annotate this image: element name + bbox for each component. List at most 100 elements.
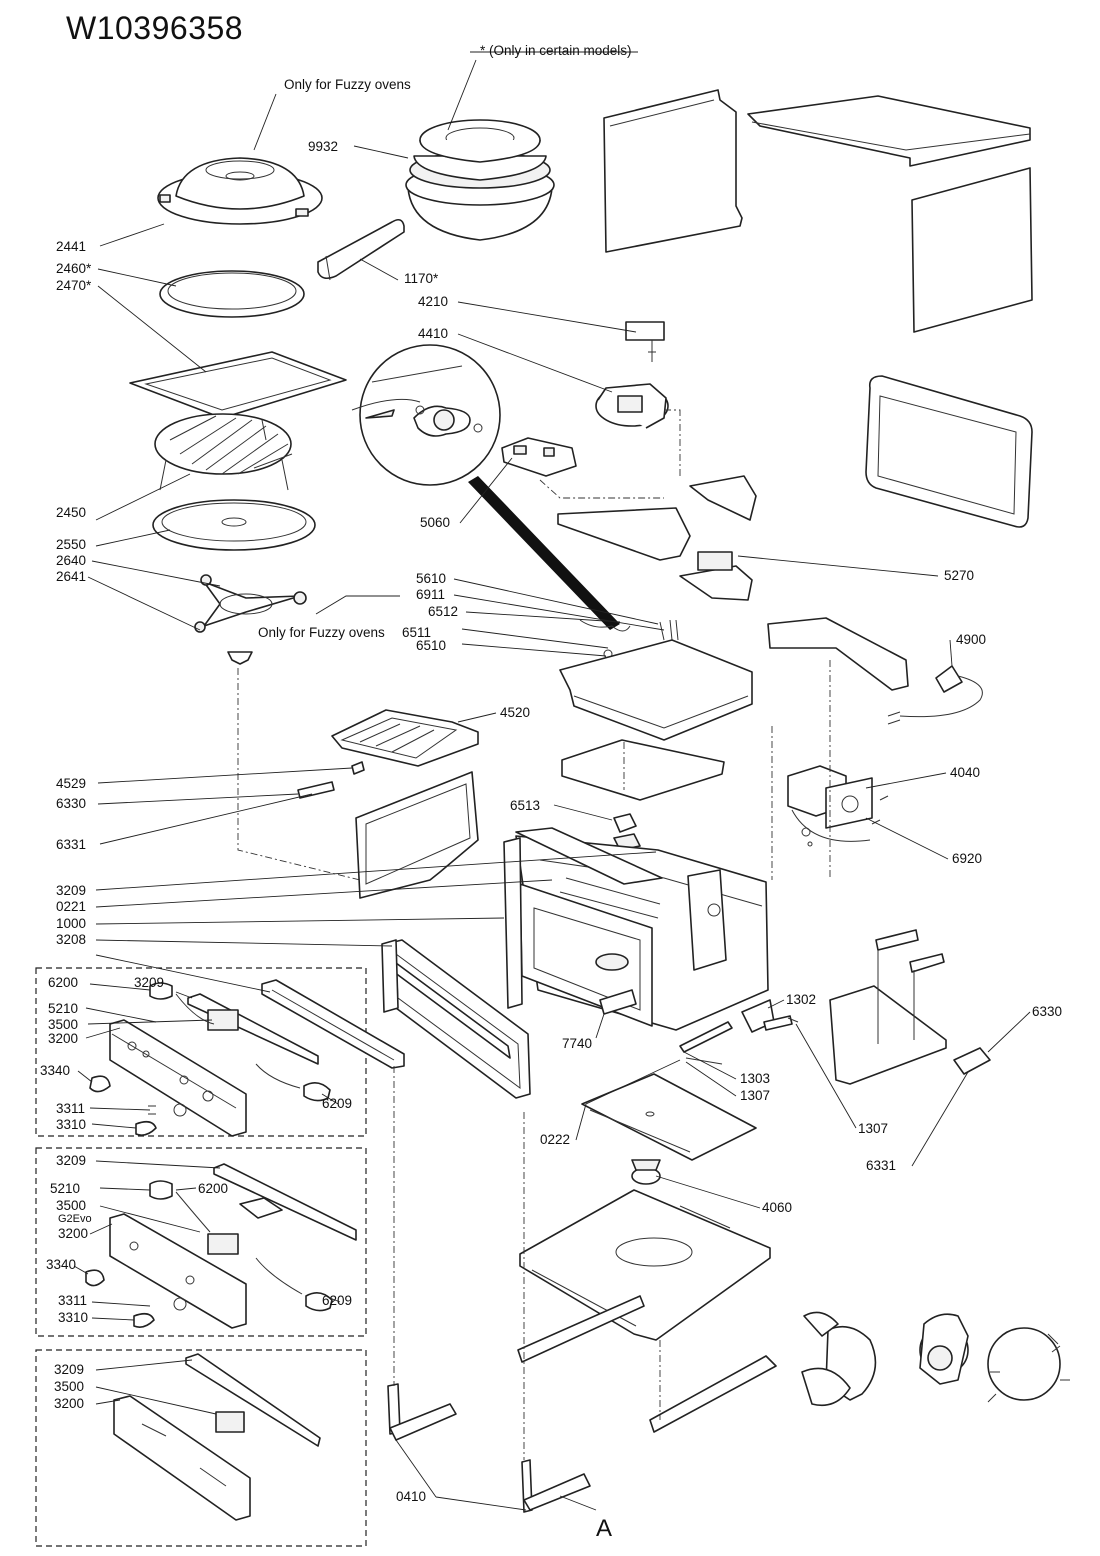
callout-0221: 0221 (56, 899, 87, 914)
steamer-9932 (405, 119, 555, 241)
panel-variant-frame-2 (35, 1147, 367, 1337)
callout-4529: 4529 (56, 776, 87, 791)
document-id: W10396358 (66, 10, 244, 46)
control-panel-1 (89, 982, 331, 1137)
rails (387, 1295, 777, 1513)
air-duct (557, 475, 757, 601)
control-panel-2 (85, 1163, 357, 1329)
callout-6209-panel2: 6209 (322, 1293, 353, 1308)
callout-7740: 7740 (562, 1036, 593, 1051)
cavity-top-sheet (559, 639, 753, 741)
callout-3209-panel3: 3209 (54, 1362, 85, 1377)
callout-3209-panel2: 3209 (56, 1153, 87, 1168)
power-cord-4900 (887, 665, 983, 725)
square-tray-2470 (129, 351, 347, 419)
motor-service-detail (801, 1311, 1070, 1407)
grill-element-4520 (331, 709, 479, 767)
callout-2441: 2441 (56, 239, 87, 254)
turntable-motor-4060 (631, 1159, 661, 1185)
callout-1307-right: 1307 (858, 1121, 889, 1136)
control-board-5060 (501, 437, 577, 477)
callout-6331: 6331 (56, 837, 87, 852)
oven-door-frame-5270-area (865, 375, 1033, 528)
callout-5270: 5270 (944, 568, 975, 583)
callout-1302: 1302 (786, 992, 817, 1007)
callout-0410: 0410 (396, 1489, 427, 1504)
door-trim-3208 (261, 979, 405, 1069)
callout-2550: 2550 (56, 537, 87, 552)
callout-1000: 1000 (56, 916, 87, 931)
cabinet-top-cover (747, 95, 1031, 167)
mica-shield (561, 739, 725, 801)
callout-2470: 2470* (56, 278, 92, 293)
callout-5210-panel2: 5210 (50, 1181, 81, 1196)
callout-3310: 3310 (56, 1117, 87, 1132)
thermal-parts (579, 619, 679, 659)
note-fuzzy-mid: Only for Fuzzy ovens (258, 625, 385, 640)
crisp-plate-2460 (159, 270, 305, 318)
switch-4210 (625, 321, 665, 362)
oven-cavity (503, 827, 769, 1031)
transformer-4040 (787, 765, 889, 847)
label-g2evo: G2Evo (58, 1213, 92, 1225)
note-certain-models: * (Only in certain models) (480, 43, 632, 58)
callout-6920: 6920 (952, 851, 983, 866)
callout-6511: 6511 (402, 625, 432, 640)
fan-motor-4410 (595, 383, 669, 429)
hinge-1302 (741, 999, 799, 1033)
callout-6200-panel2: 6200 (198, 1181, 229, 1196)
drive-coupler-2641 (227, 651, 253, 665)
callout-3500: 3500 (48, 1017, 79, 1032)
bottom-tray-0222 (581, 1073, 757, 1161)
callout-6330: 6330 (56, 796, 87, 811)
callout-6209: 6209 (322, 1096, 353, 1111)
note-fuzzy-top: Only for Fuzzy ovens (284, 77, 411, 92)
base-plate (519, 1189, 771, 1341)
callout-3500-panel2: 3500 (56, 1198, 87, 1213)
callout-3310-panel2: 3310 (58, 1310, 89, 1325)
callout-3340: 3340 (40, 1063, 71, 1078)
callout-6200: 6200 (48, 975, 79, 990)
waveguide-cover (355, 771, 479, 899)
cabinet-panel-right (911, 167, 1033, 333)
hinge-block-6330-right (953, 1047, 991, 1075)
callout-1303: 1303 (740, 1071, 771, 1086)
callout-3200-panel2: 3200 (58, 1226, 89, 1241)
callout-6330-right: 6330 (1032, 1004, 1063, 1019)
callout-6331-right: 6331 (866, 1158, 897, 1173)
bracket-4529 (351, 761, 365, 775)
callout-4410: 4410 (418, 326, 449, 341)
callout-2450: 2450 (56, 505, 87, 520)
callout-1170: 1170* (404, 271, 439, 286)
callout-2640: 2640 (56, 553, 87, 568)
callout-2641: 2641 (56, 569, 87, 584)
hinge-block-6330 (297, 781, 335, 799)
callout-3209-panel1: 3209 (134, 975, 165, 990)
leader-lines (73, 51, 1031, 1511)
callout-4520: 4520 (500, 705, 531, 720)
side-panel-right (829, 929, 947, 1085)
roller-support-2640 (194, 574, 307, 633)
callout-4060: 4060 (762, 1200, 793, 1215)
handle-1170 (317, 218, 405, 281)
callout-3209: 3209 (56, 883, 87, 898)
callout-3311-panel2: 3311 (58, 1293, 88, 1308)
side-duct (767, 617, 909, 691)
callout-3208: 3208 (56, 932, 87, 947)
callout-3200-panel3: 3200 (54, 1396, 85, 1411)
callout-6513: 6513 (510, 798, 541, 813)
callout-5210: 5210 (48, 1001, 79, 1016)
callout-2460: 2460* (56, 261, 92, 276)
rod-1303 (679, 1021, 733, 1065)
view-a-label: A (596, 1515, 613, 1542)
wire-rack-2450 (154, 413, 293, 491)
callout-4900: 4900 (956, 632, 987, 647)
callout-5610: 5610 (416, 571, 447, 586)
stirrer-6513 (613, 813, 641, 851)
callout-0222: 0222 (540, 1132, 571, 1147)
cabinet-panel-left (603, 89, 743, 253)
callout-4040: 4040 (950, 765, 981, 780)
callout-6510: 6510 (416, 638, 447, 653)
oven-door-1000 (381, 939, 531, 1099)
